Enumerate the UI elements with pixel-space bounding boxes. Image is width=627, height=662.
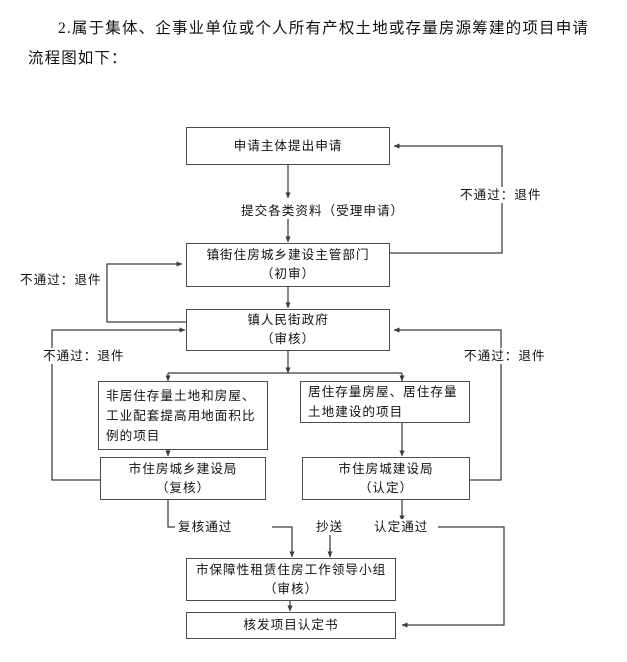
node-city-bureau-review-line1: 市住房城乡建设局 <box>128 461 238 476</box>
node-leading-group-line2: （审核） <box>263 581 319 596</box>
wire-passed-to-leading-group <box>272 526 295 558</box>
node-applicant-line1: 申请主体提出申请 <box>233 138 343 153</box>
edge-label-reject-left-upper: 不通过：退件 <box>17 272 105 288</box>
node-applicant[interactable]: 申请主体提出申请 <box>186 127 390 165</box>
node-city-bureau-confirm-line1: 市住房城建设局 <box>338 461 434 476</box>
heading-text: 2.属于集体、企事业单位或个人所有产权土地或存量房源筹建的项目申请流程图如下： <box>28 20 589 67</box>
edge-label-reject-left-lower: 不通过：退件 <box>40 348 128 364</box>
node-town-gov[interactable]: 镇人民街政府 （审核） <box>186 309 390 351</box>
edge-label-submit-materials: 提交各类资料（受理申请） <box>238 203 408 219</box>
edge-label-reject-top-right: 不通过：退件 <box>457 187 545 203</box>
node-town-gov-line1: 镇人民街政府 <box>247 313 329 327</box>
node-certificate-line1: 核发项目认定书 <box>243 618 339 632</box>
node-city-bureau-review[interactable]: 市住房城乡建设局 （复核） <box>100 457 266 500</box>
node-town-dept-line2: （初审） <box>260 267 316 281</box>
node-town-dept[interactable]: 镇街住房城乡建设主管部门 （初审） <box>186 243 390 287</box>
node-nonres-project-text: 非居住存量土地和房屋、工业配套提高用地面积比例的项目 <box>106 388 256 443</box>
page-title: 2.属于集体、企事业单位或个人所有产权土地或存量房源筹建的项目申请流程图如下： <box>0 0 627 74</box>
node-city-bureau-confirm[interactable]: 市住房城建设局 （认定） <box>302 457 470 500</box>
edge-label-confirm-passed: 认定通过 <box>371 519 432 535</box>
edge-label-review-passed: 复核通过 <box>175 519 236 535</box>
wire-reject-town-gov-to-town-dept <box>106 261 186 323</box>
wire-reject-city-confirm-to-town-gov <box>393 327 502 481</box>
node-res-project[interactable]: 居住存量房屋、居住存量土地建设的项目 <box>300 381 470 423</box>
node-town-dept-line1: 镇街住房城乡建设主管部门 <box>206 248 370 262</box>
wire-confirm-passed-to-certificate <box>401 526 505 628</box>
node-city-bureau-confirm-line2: （认定） <box>358 480 414 495</box>
edge-label-copy-to: 抄送 <box>313 519 347 535</box>
node-res-project-text: 居住存量房屋、居住存量土地建设的项目 <box>308 385 458 419</box>
wire-reject-city-review-up <box>51 329 100 481</box>
node-nonres-project[interactable]: 非居住存量土地和房屋、工业配套提高用地面积比例的项目 <box>98 381 268 450</box>
node-city-bureau-review-line2: （复核） <box>155 480 211 495</box>
node-leading-group-line1: 市保障性租赁住房工作领导小组 <box>195 562 387 577</box>
edge-label-reject-right-lower: 不通过：退件 <box>461 348 549 364</box>
node-leading-group[interactable]: 市保障性租赁住房工作领导小组 （审核） <box>186 558 396 601</box>
node-certificate[interactable]: 核发项目认定书 <box>186 612 396 639</box>
node-town-gov-line2: （审核） <box>260 332 316 346</box>
